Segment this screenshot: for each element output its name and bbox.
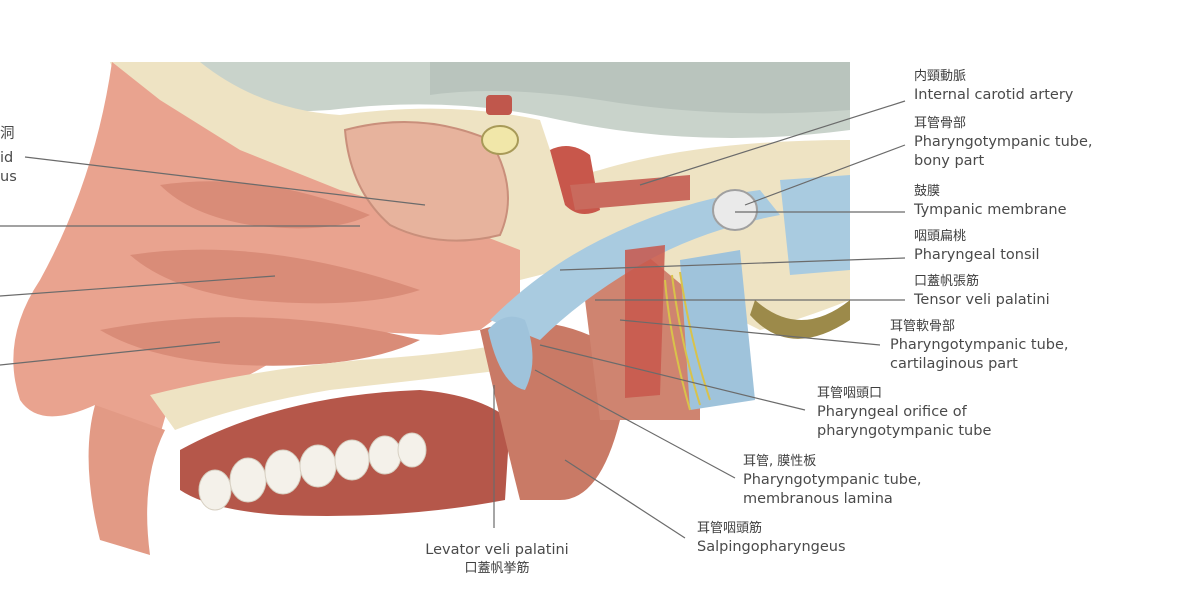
label-internal-carotid-artery: 内頸動脈 Internal carotid artery [914, 68, 1073, 105]
brain-shadow [430, 62, 850, 114]
label-en-line1: Pharyngotympanic tube, [743, 472, 922, 488]
teeth-row [198, 432, 427, 511]
left-label-fragment-2: id [0, 150, 14, 166]
label-cn: 耳管骨部 [914, 116, 967, 131]
leader-lines [0, 100, 906, 539]
label-cn: 内頸動脈 [914, 69, 967, 84]
label-en-line1: Pharyngotympanic tube, [890, 337, 1069, 353]
label-cn: 口蓋帆挙筋 [464, 561, 530, 576]
label-cn: 咽頭扁桃 [914, 229, 967, 244]
orifice-cartilage [488, 316, 533, 390]
label-tube-bony-part: 耳管骨部 Pharyngotympanic tube, bony part [914, 115, 1093, 171]
label-cn: 耳管咽頭筋 [697, 521, 763, 536]
left-label-fragment-1: 洞 [0, 126, 15, 142]
superior-concha [160, 181, 370, 229]
label-en-line1: Pharyngeal orifice of [817, 404, 967, 420]
tensor-muscle [625, 245, 665, 398]
label-tympanic-membrane: 鼓膜 Tympanic membrane [914, 183, 1067, 220]
label-en-line2: pharyngotympanic tube [817, 423, 992, 439]
label-cn: 口蓋帆張筋 [914, 274, 980, 289]
label-en: Internal carotid artery [914, 87, 1074, 103]
label-tube-membranous-lamina: 耳管, 膜性板 Pharyngotympanic tube, membranou… [743, 453, 922, 509]
label-en: Tensor veli palatini [914, 292, 1050, 308]
inferior-concha [100, 317, 420, 366]
tube-right-cartilage [780, 175, 850, 275]
label-levator-veli-palatini: Levator veli palatini 口蓋帆挙筋 [412, 541, 582, 578]
hard-palate [150, 345, 505, 430]
label-en-line1: Pharyngotympanic tube, [914, 134, 1093, 150]
label-en-line2: membranous lamina [743, 491, 893, 507]
artery-branch [570, 175, 690, 210]
label-en: Salpingopharyngeus [697, 539, 846, 555]
nerve-fibers [664, 271, 711, 411]
label-en: Levator veli palatini [425, 542, 569, 558]
upper-lip [88, 405, 165, 555]
label-cn: 耳管咽頭口 [817, 386, 883, 401]
tympanic-membrane [712, 189, 758, 231]
label-pharyngeal-tonsil: 咽頭扁桃 Pharyngeal tonsil [914, 228, 1040, 265]
label-cn: 鼓膜 [914, 184, 941, 199]
label-en: Pharyngeal tonsil [914, 247, 1040, 263]
label-tube-cartilaginous-part: 耳管軟骨部 Pharyngotympanic tube, cartilagino… [890, 318, 1069, 374]
sphenoid-sinus [343, 121, 509, 242]
label-tensor-veli-palatini: 口蓋帆張筋 Tensor veli palatini [914, 273, 1050, 310]
label-en-line2: cartilaginous part [890, 356, 1018, 372]
label-pharyngeal-orifice: 耳管咽頭口 Pharyngeal orifice of pharyngotymp… [817, 385, 991, 441]
left-label-fragment-3: us [0, 169, 17, 185]
label-salpingopharyngeus: 耳管咽頭筋 Salpingopharyngeus [697, 520, 846, 557]
artery-cross-section [481, 125, 519, 155]
label-cn: 耳管, 膜性板 [743, 454, 817, 469]
label-cn: 耳管軟骨部 [890, 319, 956, 334]
mastoid-bone [750, 300, 850, 339]
label-en-line2: bony part [914, 153, 985, 169]
tube-lower-cartilage [680, 250, 755, 410]
label-en: Tympanic membrane [914, 202, 1067, 218]
artery-cut [486, 95, 512, 115]
